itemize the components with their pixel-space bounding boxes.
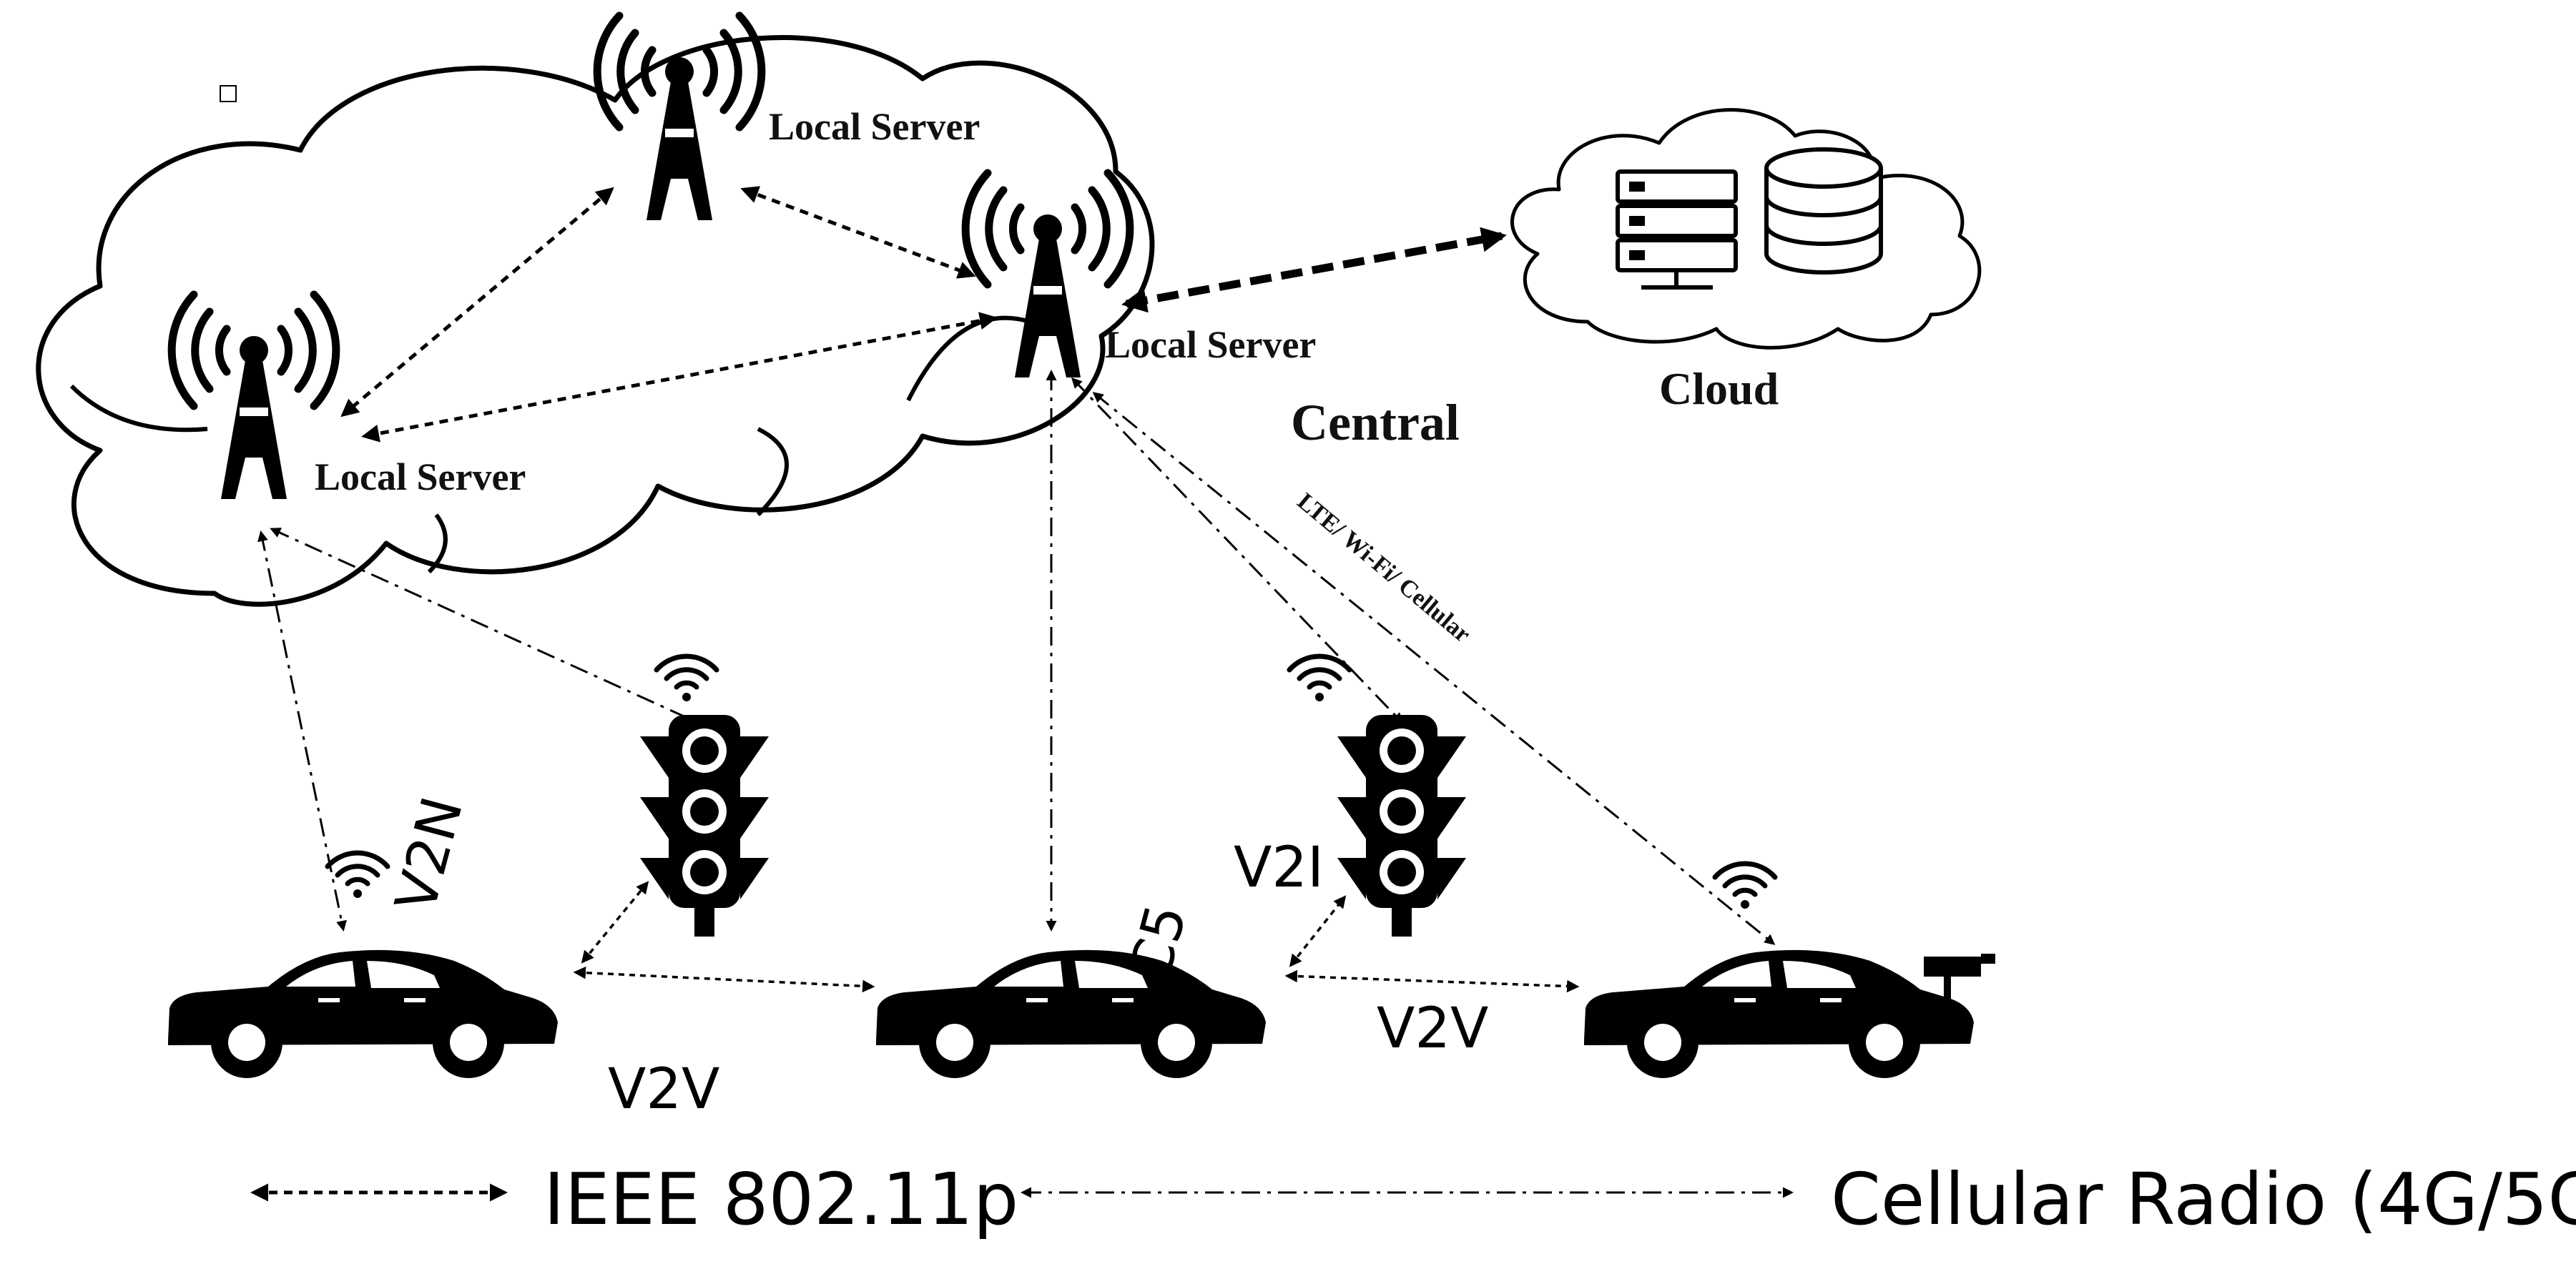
v2n-label: V2N (383, 791, 476, 919)
legend-ieee-label: IEEE 802.11p (544, 1157, 1018, 1241)
traffic-light-icon (640, 715, 769, 937)
database-icon (1764, 147, 1883, 275)
link-v2i-right (1289, 895, 1347, 967)
wifi-signal-icon (1715, 864, 1775, 909)
car-icon (1584, 949, 1974, 1078)
central-cloud (1510, 108, 1982, 350)
car-icon (168, 949, 558, 1078)
local-server-label-mid: Local Server (1105, 323, 1316, 366)
lte-wifi-cellular-label: LTE/ Wi-Fi/ Cellular (1292, 488, 1475, 648)
link-v2v-right (1284, 969, 1580, 993)
v2v-label-left: V2V (608, 1057, 719, 1122)
link-central-cloud (1121, 227, 1507, 313)
link-top-mid (740, 186, 976, 279)
cloud-inner-curve-3 (69, 384, 208, 433)
link-mid-left (361, 312, 998, 443)
local-server-label-top: Local Server (769, 105, 980, 148)
link-v2v-left (573, 966, 875, 993)
wifi-signal-icon (657, 656, 717, 701)
car-icon (876, 949, 1266, 1078)
link-left-server-light1 (270, 528, 707, 727)
artifact-square (220, 85, 237, 102)
traffic-light-icon (1337, 715, 1466, 937)
wifi-signal-icon (1289, 656, 1350, 701)
wifi-signal-icon (328, 853, 388, 898)
v2i-label: V2I (1234, 836, 1324, 900)
legend-cellular-label: Cellular Radio (4G/5G) (1831, 1157, 2576, 1241)
cloud-label: Cloud (1659, 363, 1779, 414)
server-icon (1616, 169, 1738, 290)
legend: IEEE 802.11p Cellular Radio (4G/5G) (250, 1157, 2576, 1241)
local-server-label-left: Local Server (315, 455, 526, 498)
link-v2i-left (581, 881, 649, 964)
v2v-label-right: V2V (1377, 997, 1488, 1061)
central-label: Central (1291, 394, 1460, 451)
camera-icon (1924, 954, 1995, 1001)
